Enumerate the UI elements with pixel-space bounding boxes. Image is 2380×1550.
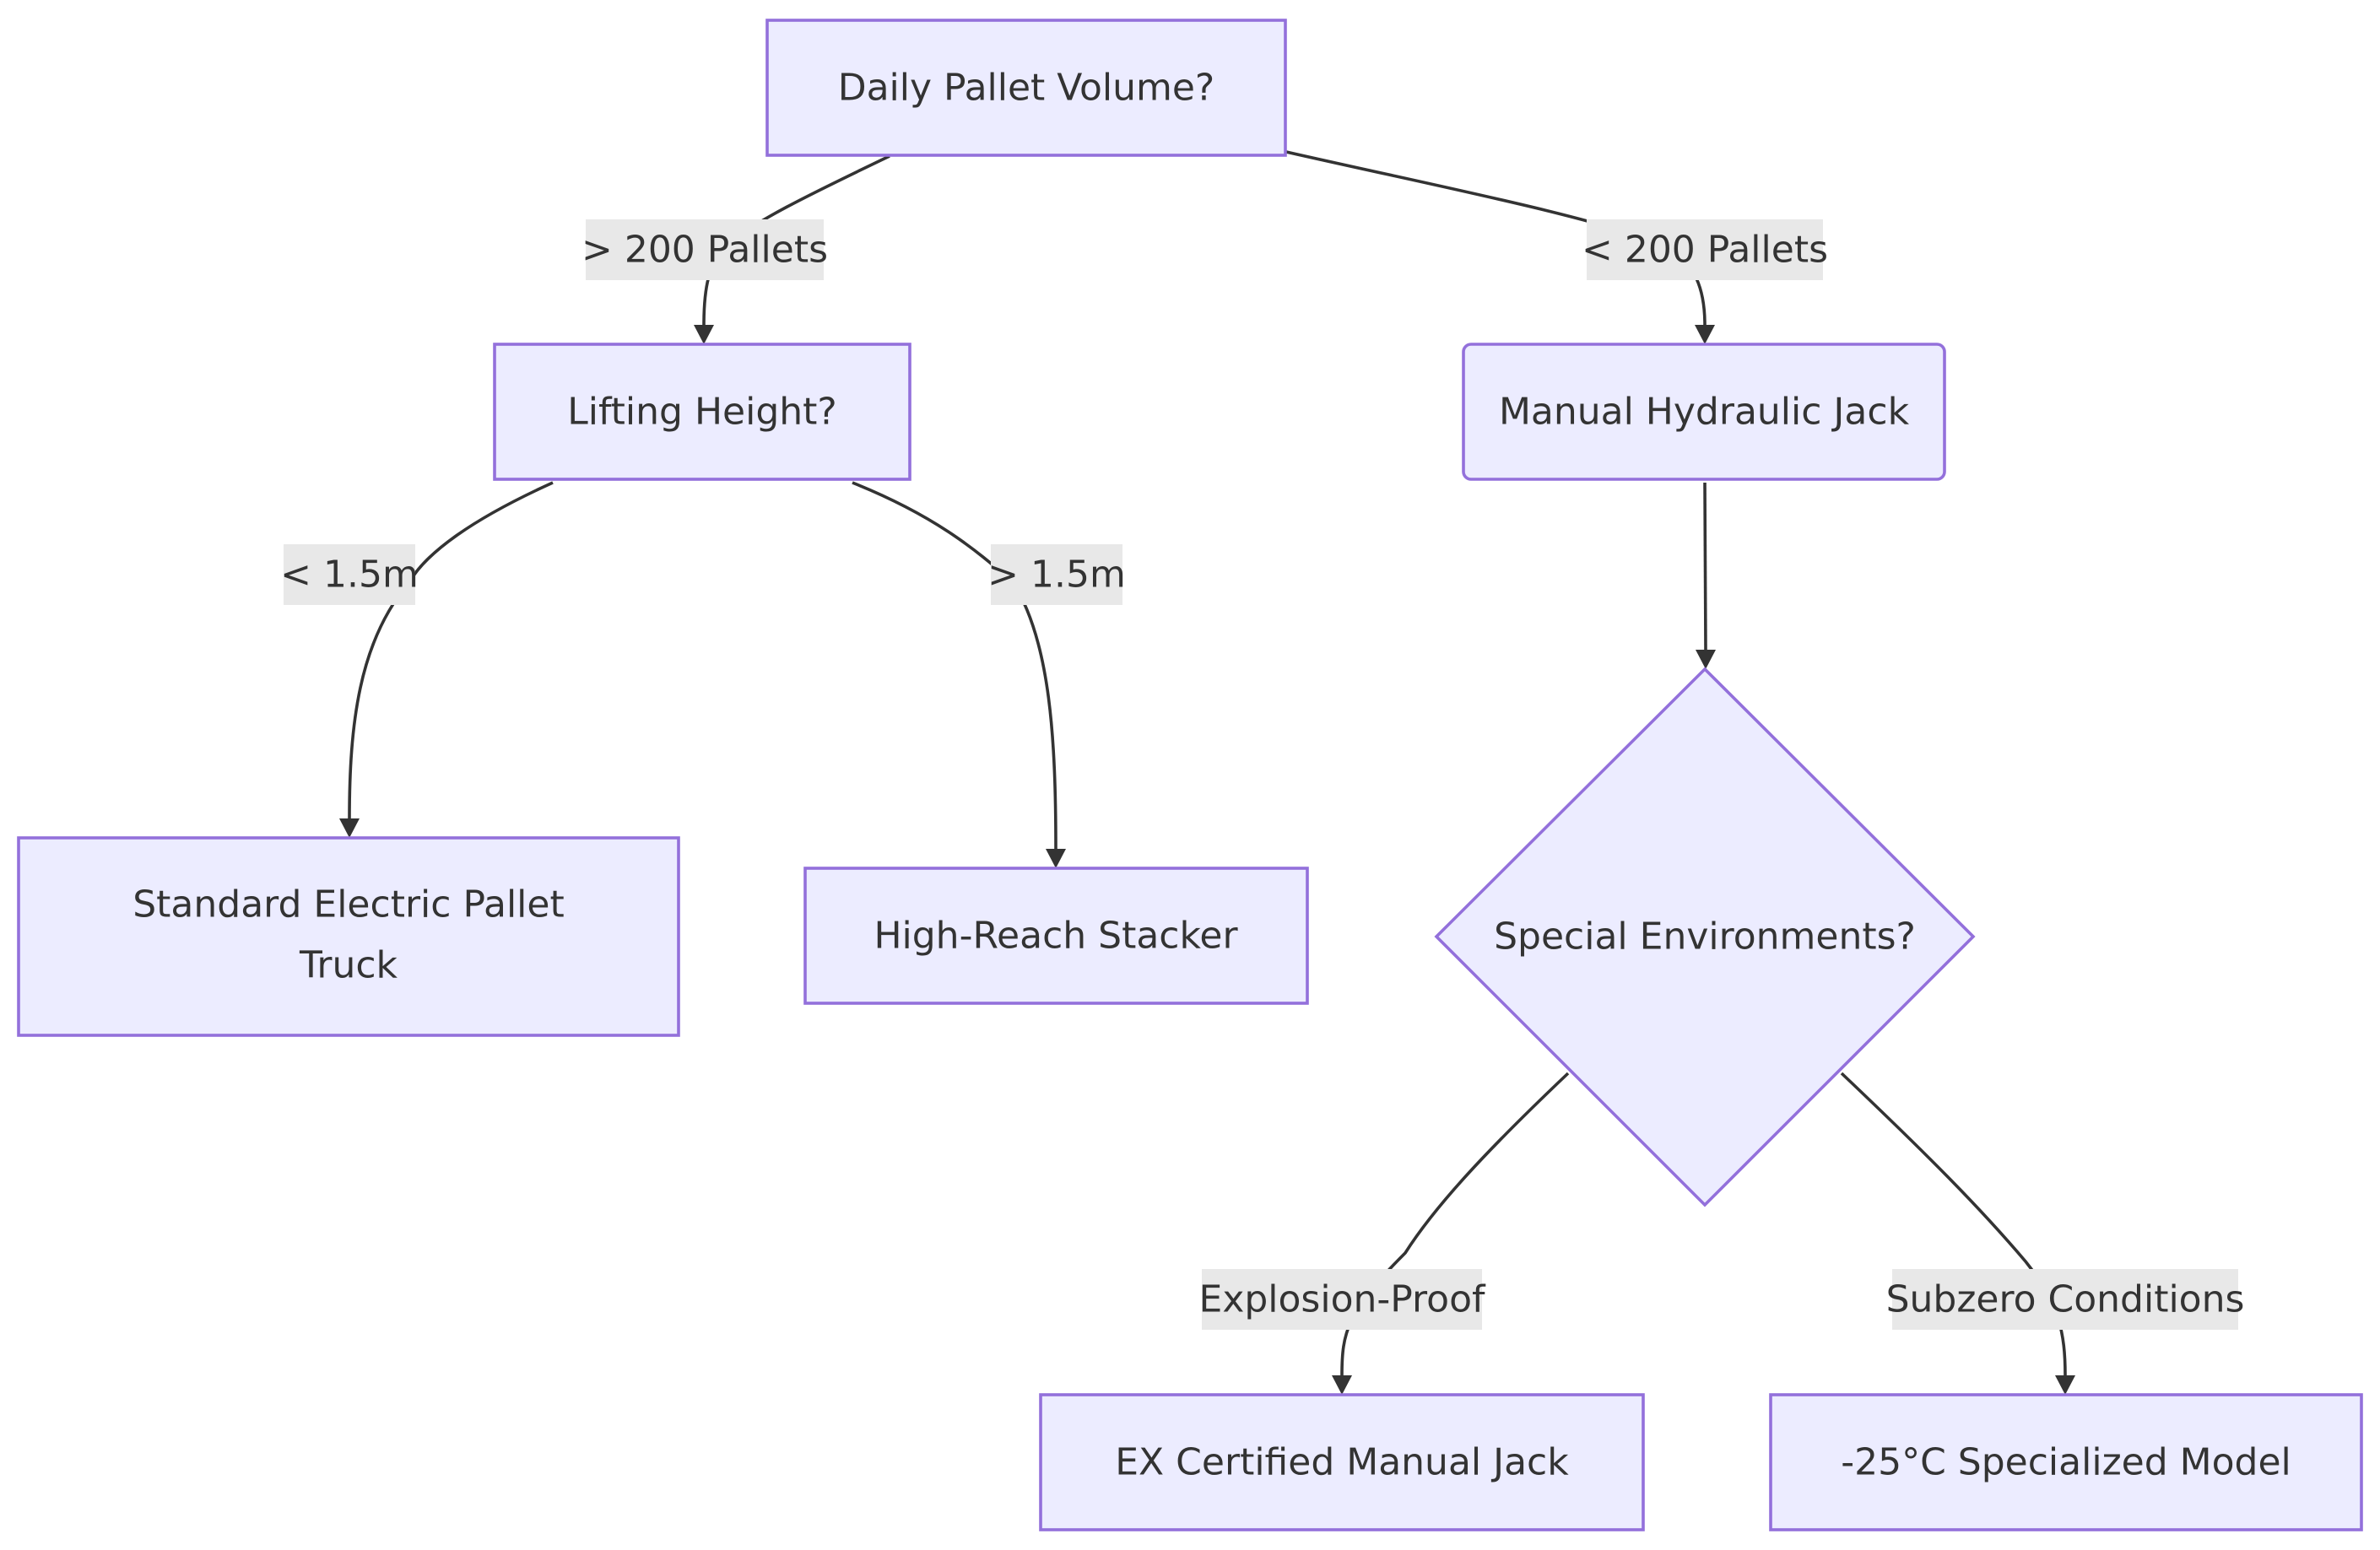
edge-lifting-to-highreach	[852, 481, 1057, 850]
arrowhead-icon	[339, 818, 360, 838]
arrowhead-icon	[1695, 325, 1715, 344]
edge-label-lt200: < 200 Pallets	[1582, 219, 1828, 280]
edge-label-subzero-text: Subzero Conditions	[1886, 1278, 2245, 1321]
node-daily-volume-label: Daily Pallet Volume?	[838, 67, 1215, 110]
edge-label-explosion: Explosion-Proof	[1199, 1269, 1486, 1330]
node-manual-jack: Manual Hydraulic Jack	[1462, 343, 1946, 481]
node-special-env: Special Environments?	[1434, 667, 1976, 1207]
node-special-env-label: Special Environments?	[1494, 915, 1916, 959]
edge-special-to-subzero	[1840, 1072, 2067, 1376]
edge-manual-to-special	[1703, 482, 1707, 651]
edge-label-gt200: > 200 Pallets	[581, 219, 828, 280]
arrowhead-icon	[694, 325, 714, 344]
arrowhead-icon	[1046, 849, 1066, 868]
nodes: Daily Pallet Volume? Lifting Height? Man…	[17, 19, 2363, 1531]
node-high-reach: High-Reach Stacker	[803, 867, 1309, 1005]
arrowhead-icon	[1332, 1375, 1352, 1395]
node-ex-jack-label: EX Certified Manual Jack	[1115, 1441, 1569, 1484]
node-subzero-model: -25°C Specialized Model	[1769, 1393, 2363, 1531]
node-lifting-height: Lifting Height?	[493, 343, 911, 481]
edge-label-subzero: Subzero Conditions	[1886, 1269, 2245, 1330]
edge-label-gt200-text: > 200 Pallets	[581, 229, 828, 272]
edge-label-gt15-text: > 1.5m	[987, 554, 1126, 597]
node-standard-truck-label-line1: Standard Electric Pallet	[133, 883, 564, 926]
arrowhead-icon	[1696, 650, 1716, 669]
edge-label-lt200-text: < 200 Pallets	[1582, 229, 1828, 272]
edge-label-gt15: > 1.5m	[987, 544, 1126, 605]
node-high-reach-label: High-Reach Stacker	[874, 915, 1238, 958]
edge-label-lt15: < 1.5m	[280, 544, 419, 605]
edge-lifting-to-standard	[348, 481, 554, 819]
node-manual-jack-label: Manual Hydraulic Jack	[1499, 391, 1910, 434]
edges	[339, 150, 2075, 1395]
node-subzero-model-label: -25°C Specialized Model	[1841, 1441, 2291, 1484]
edge-labels: > 200 Pallets < 200 Pallets < 1.5m > 1.5…	[280, 219, 2244, 1330]
node-ex-jack: EX Certified Manual Jack	[1039, 1393, 1645, 1531]
node-lifting-height-label: Lifting Height?	[567, 391, 837, 434]
edge-special-to-ex	[1340, 1072, 1570, 1376]
node-standard-truck: Standard Electric Pallet Truck	[17, 836, 680, 1037]
node-standard-truck-label-line2: Truck	[299, 944, 398, 987]
arrowhead-icon	[2055, 1375, 2075, 1395]
edge-label-lt15-text: < 1.5m	[280, 554, 419, 597]
node-daily-volume: Daily Pallet Volume?	[765, 19, 1287, 157]
edge-label-explosion-text: Explosion-Proof	[1199, 1278, 1486, 1321]
